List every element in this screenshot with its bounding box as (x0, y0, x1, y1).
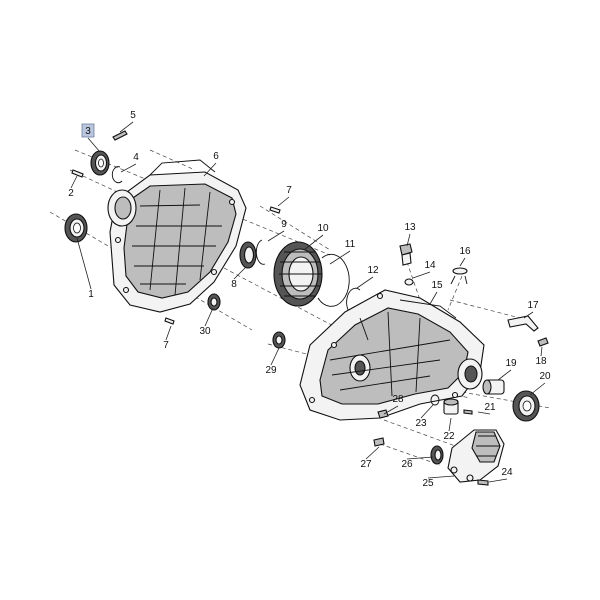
part-28-bolt (377, 409, 389, 419)
callout-label-c20: 20 (539, 371, 551, 382)
callout-label-c12: 12 (367, 265, 379, 276)
leader-line-c26 (406, 456, 434, 460)
leader-line-c18 (540, 346, 543, 357)
callout-label-c7b: 7 (163, 340, 169, 351)
callout-label-c15: 15 (431, 280, 443, 291)
callout-label-c8: 8 (231, 279, 237, 290)
leader-line-c7b (165, 325, 172, 341)
callout-label-c4: 4 (133, 152, 139, 163)
part-21-screw (463, 409, 473, 415)
leader-line-c6 (203, 162, 217, 177)
part-26-gear (430, 445, 444, 465)
callout-label-c26: 26 (401, 459, 413, 470)
part-5-bolt (112, 130, 128, 141)
callout-label-c28: 28 (392, 394, 404, 405)
part-11-ring (317, 253, 350, 307)
part-8-bearing (239, 241, 257, 269)
part-23-oring (430, 394, 440, 406)
callout-label-c6: 6 (213, 151, 219, 162)
leader-line-c8 (233, 266, 247, 280)
leader-line-c1 (76, 237, 92, 290)
part-1-seal (64, 213, 88, 243)
part-27-bolt (373, 437, 385, 447)
leader-line-c30 (204, 307, 214, 327)
leader-line-c10 (303, 234, 324, 251)
part-7-pin-lower (164, 317, 175, 325)
leader-line-c27 (365, 446, 380, 460)
callout-label-c11: 11 (345, 239, 356, 250)
callout-label-c22: 22 (443, 431, 455, 442)
callout-label-c13: 13 (404, 222, 416, 233)
part-17-bracket (507, 315, 539, 332)
leader-line-c21 (477, 411, 491, 415)
part-29-seal (272, 331, 286, 349)
part-19-bushing (482, 379, 505, 395)
part-3-seal (90, 150, 110, 176)
leader-line-c14 (412, 271, 431, 279)
part-7-pin-upper (269, 206, 281, 214)
part-25-motor (447, 429, 505, 483)
leader-line-c7a (277, 196, 290, 207)
part-20-seal (512, 390, 540, 422)
part-30-seal (207, 293, 221, 311)
part-9-ring (255, 239, 266, 265)
leader-line-c13 (406, 233, 411, 247)
callout-label-c21: 21 (484, 402, 496, 413)
leader-line-c4 (120, 163, 137, 173)
leader-line-c2 (70, 175, 78, 189)
callout-label-c17: 17 (527, 300, 539, 311)
leader-line-c25 (427, 475, 455, 479)
leader-line-c3 (87, 137, 101, 153)
leader-line-c16 (459, 257, 466, 267)
callout-label-c16: 16 (459, 246, 471, 257)
leader-line-c9 (267, 230, 285, 242)
part-13-sensor (399, 243, 413, 266)
leader-line-c28 (383, 405, 399, 415)
callout-label-c27: 27 (360, 459, 372, 470)
callout-label-c18: 18 (535, 356, 547, 367)
callout-label-c30: 30 (199, 326, 211, 337)
callout-label-c7a: 7 (286, 185, 292, 196)
part-4-ring (111, 166, 123, 184)
callout-label-c3: 3 (85, 126, 91, 137)
callout-label-c10: 10 (317, 223, 329, 234)
part-2-pin (71, 169, 84, 178)
callout-label-c2: 2 (68, 188, 74, 199)
part-24-screw (477, 479, 489, 486)
leader-line-c5 (119, 121, 134, 133)
leader-line-c19 (497, 369, 512, 381)
callout-label-c25: 25 (422, 478, 434, 489)
callout-label-c5: 5 (130, 110, 136, 121)
callout-label-c29: 29 (265, 365, 277, 376)
callout-label-c19: 19 (505, 358, 517, 369)
leader-line-c15 (429, 291, 438, 305)
leader-line-c17 (523, 311, 534, 319)
part-6-front-case (107, 159, 247, 313)
callout-label-c1: 1 (88, 289, 94, 300)
part-14-oring (404, 278, 414, 286)
leader-line-c29 (270, 347, 280, 366)
callout-highlight-c3 (81, 123, 95, 138)
callout-label-c14: 14 (424, 260, 436, 271)
part-16-gasket (450, 267, 468, 285)
callout-label-c24: 24 (501, 467, 513, 478)
leader-line-c22 (448, 417, 452, 432)
leader-line-c23 (420, 404, 434, 419)
leader-line-c24 (488, 478, 508, 483)
leader-line-c20 (529, 382, 546, 396)
leader-line-c11 (329, 250, 351, 265)
callout-label-c9: 9 (281, 219, 287, 230)
part-10-sprocket-chain (273, 241, 323, 307)
part-18-bolt (537, 337, 549, 347)
part-22-sensor (443, 398, 459, 415)
leader-line-c12 (356, 276, 374, 289)
part-15-rear-case (299, 289, 485, 421)
callout-label-c23: 23 (415, 418, 427, 429)
